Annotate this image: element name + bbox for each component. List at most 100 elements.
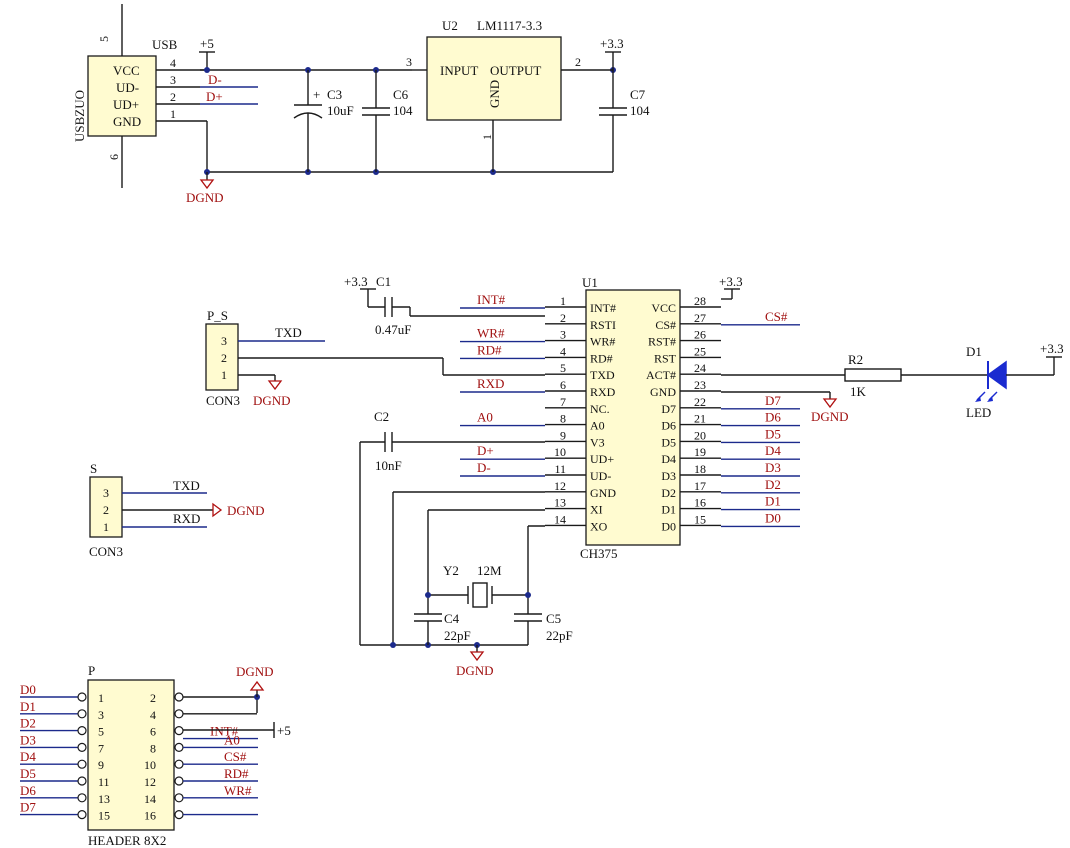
u1-pin-4[interactable]: RD#4RD# (460, 342, 613, 365)
u1-left-pins: INT#1INT#RSTI2WR#3WR#RD#4RD#TXD5RXD6RXDN… (460, 292, 616, 533)
crystal-y2[interactable]: Y2 12M (425, 509, 545, 614)
capacitor-c2[interactable]: C2 10nF (359, 409, 545, 645)
capacitor-c5[interactable]: C5 22pF (514, 611, 573, 645)
u1-left-net-label: RD# (477, 342, 502, 357)
u1-pin-number: 13 (554, 496, 566, 510)
header-left-net: D1 (20, 699, 36, 714)
u1-pin-9[interactable]: V39 (545, 428, 605, 449)
u1-pin-number: 20 (694, 428, 706, 442)
capacitor-c7[interactable]: C7 104 (599, 70, 650, 172)
dgnd-s: DGND (227, 503, 265, 518)
header-even-pin: 12 (144, 775, 156, 789)
c3-value: 10uF (327, 103, 354, 118)
c6-name: C6 (393, 87, 409, 102)
u1-right-net-label: D0 (765, 510, 781, 525)
net-33-u2: +3.3 (600, 36, 624, 51)
s-num-2: 2 (103, 503, 109, 517)
usb-num-4: 4 (170, 56, 176, 70)
u1-pin-3[interactable]: WR#3WR# (460, 326, 615, 349)
r2-value: 1K (850, 384, 867, 399)
regulator-u2[interactable]: U2 LM1117-3.3 INPUT OUTPUT GND 3 2 1 +3.… (406, 18, 624, 172)
u1-pin-number: 4 (560, 344, 566, 358)
usb-num-3: 3 (170, 73, 176, 87)
u1-pin-number: 14 (554, 512, 566, 526)
u1-pin-26[interactable]: RST#26 (648, 328, 721, 349)
led-d1[interactable]: D1 LED +3.3 (966, 341, 1064, 420)
u1-pin-label: D6 (661, 419, 676, 433)
u1-pin-11[interactable]: UD-11D- (460, 460, 611, 483)
u1-pin-label: RD# (590, 351, 613, 365)
y2-name: Y2 (443, 563, 459, 578)
connector-p-s[interactable]: P_S CON3 3 2 1 TXD DGND (205, 308, 545, 408)
u1-pin-7[interactable]: NC.7 (545, 395, 610, 416)
u1-pin-label: UD- (590, 469, 611, 483)
u1-left-net-label: A0 (477, 410, 493, 425)
header-left-net: D5 (20, 766, 36, 781)
dgnd-crystal: DGND (456, 663, 494, 678)
u1-pin-label: D3 (661, 469, 676, 483)
u2-pin-gnd: 1 (480, 134, 494, 140)
s-part: CON3 (89, 544, 123, 559)
u1-pin-label: D7 (661, 402, 676, 416)
connector-s[interactable]: S CON3 3 2 1 TXD DGND RXD (89, 461, 265, 559)
p-s-num-3: 3 (221, 334, 227, 348)
p-s-num-1: 1 (221, 368, 227, 382)
u1-ref: U1 (582, 275, 598, 290)
u1-right-net-label: D4 (765, 443, 781, 458)
s-num-3: 3 (103, 486, 109, 500)
s-num-1: 1 (103, 520, 109, 534)
header-even-pin: 8 (150, 741, 156, 755)
capacitor-c3[interactable]: + C3 10uF (293, 70, 354, 172)
capacitor-c6[interactable]: C6 104 (362, 70, 413, 172)
u1-right-net-label: D3 (765, 460, 781, 475)
header-even-pin: 16 (144, 809, 156, 823)
s-net-txd: TXD (173, 478, 200, 493)
capacitor-c4[interactable]: C4 22pF (414, 611, 471, 645)
usb-connector[interactable]: USB 5 6 USBZUO VCC UD- UD+ GND 4 3 2 1 (72, 4, 207, 188)
header-even-pin: 4 (150, 708, 156, 722)
u1-pin-24[interactable]: ACT#24 (646, 361, 721, 382)
u1-pin-10[interactable]: UD+10D+ (460, 443, 614, 466)
u1-pin-number: 17 (694, 479, 706, 493)
usb-pin-udm: UD- (116, 80, 139, 95)
u1-part: CH375 (580, 546, 618, 561)
ic-u1-ch375[interactable]: U1 CH375 INT#1INT#RSTI2WR#3WR#RD#4RD#TXD… (460, 275, 800, 561)
capacitor-c1[interactable]: +3.3 C1 0.47uF (344, 274, 545, 337)
c7-name: C7 (630, 87, 646, 102)
u1-pin-label: V3 (590, 435, 605, 449)
resistor-r2[interactable]: R2 1K (721, 352, 988, 399)
header-even-pin: 14 (144, 792, 156, 806)
